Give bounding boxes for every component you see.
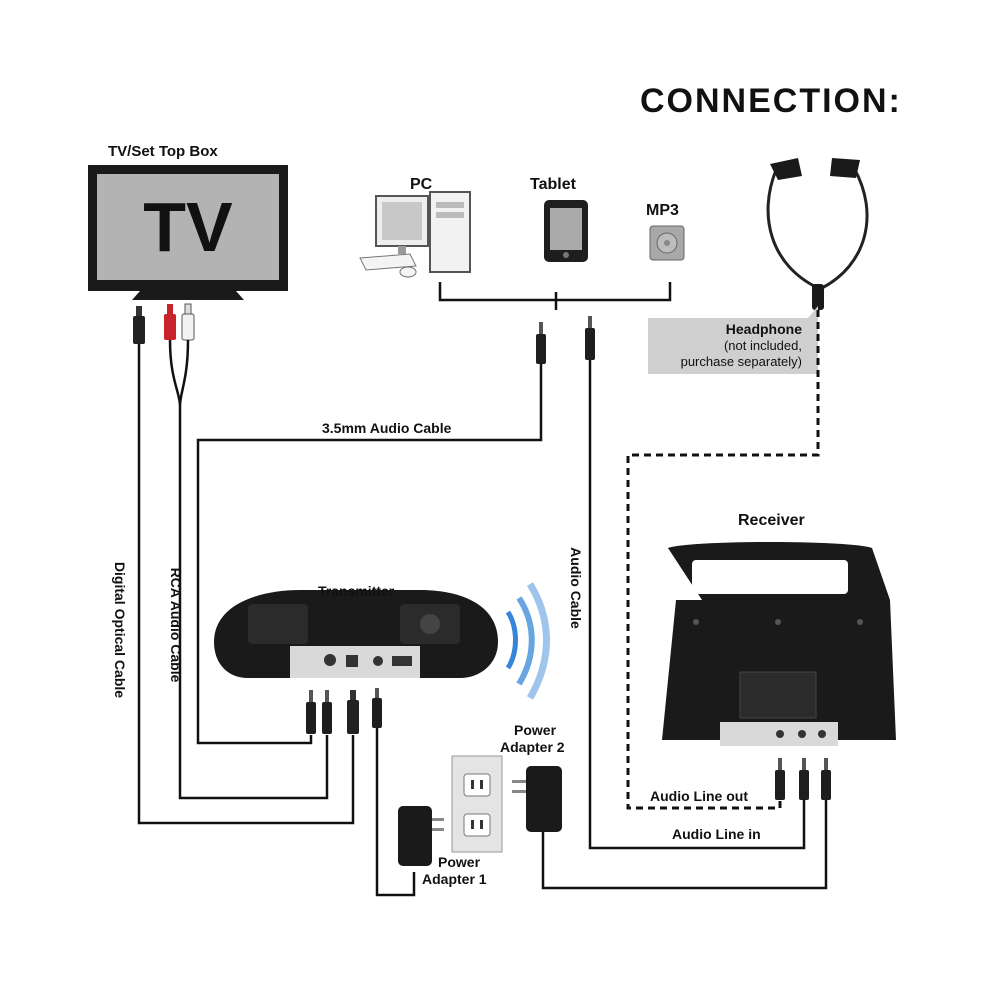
transmitter-device xyxy=(214,590,498,678)
cable-label-digital-optical: Digital Optical Cable xyxy=(112,561,128,699)
power-adapter-1-line-1: Power xyxy=(438,854,481,870)
receiver-device xyxy=(662,542,896,746)
transmitter-label: Transmitter xyxy=(318,583,395,599)
cable-label-audio-cable: Audio Cable xyxy=(568,547,584,629)
headphone-note-line-1: (not included, xyxy=(723,338,802,353)
tv-icon xyxy=(88,165,288,300)
cable-label-audio-line-out: Audio Line out xyxy=(650,788,748,804)
pc-label: PC xyxy=(410,176,433,193)
power-adapter-2-line-2: Adapter 2 xyxy=(500,739,565,755)
tablet-label: Tablet xyxy=(530,176,576,193)
power-adapter-2-line-1: Power xyxy=(514,722,557,738)
pc-icon xyxy=(359,191,471,278)
tv-label: TV/Set Top Box xyxy=(108,143,218,160)
receiver-plugs xyxy=(775,758,831,800)
wireless-signal-icon xyxy=(505,582,550,700)
headphone-dashed-cable xyxy=(626,310,820,810)
transmitter-input-plugs xyxy=(306,688,382,734)
tv-screen-text: TV xyxy=(143,188,233,266)
source-bracket xyxy=(438,282,672,310)
tablet-icon xyxy=(544,200,588,262)
headphone-note-line-2: purchase separately) xyxy=(680,354,802,369)
headphone-icon xyxy=(766,158,869,310)
mp3-icon xyxy=(649,225,685,261)
wall-outlet-icon xyxy=(451,755,503,853)
power-adapter-1-line-2: Adapter 1 xyxy=(422,871,487,887)
cable-label-3-5mm: 3.5mm Audio Cable xyxy=(322,420,452,436)
source-3-5mm-plugs xyxy=(536,316,595,364)
power-adapter-2-icon xyxy=(512,766,562,832)
headphone-label: Headphone xyxy=(725,321,802,337)
power-adapter-1-icon xyxy=(398,806,444,866)
mp3-label: MP3 xyxy=(646,202,679,219)
receiver-label: Receiver xyxy=(738,512,805,529)
cable-label-rca: RCA Audio Cable xyxy=(168,567,184,683)
cable-paths xyxy=(137,339,828,897)
tv-output-plugs xyxy=(133,303,195,344)
cable-label-audio-line-in: Audio Line in xyxy=(672,826,761,842)
page-title: CONNECTION: xyxy=(640,82,902,120)
headphone-note-box xyxy=(648,306,818,374)
